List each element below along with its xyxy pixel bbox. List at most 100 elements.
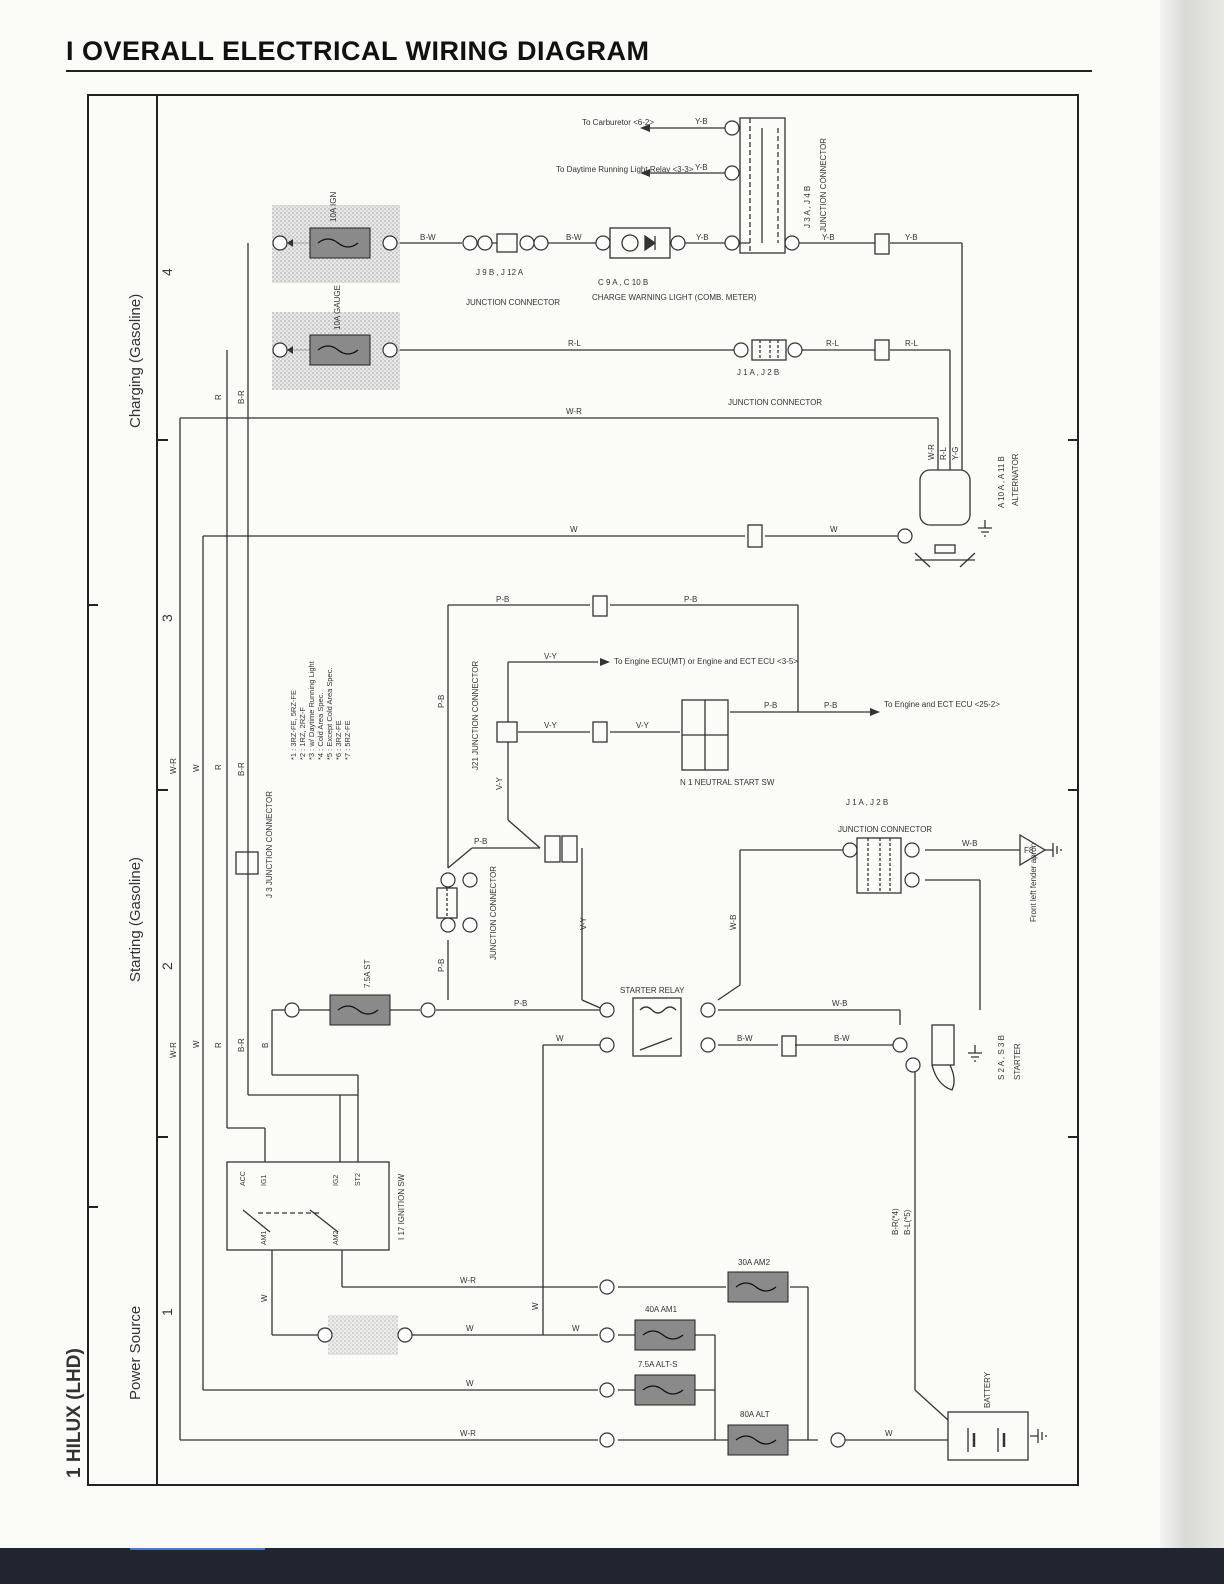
label-alternator: ALTERNATOR (1011, 453, 1020, 506)
page-title: I OVERALL ELECTRICAL WIRING DIAGRAM (66, 36, 650, 66)
arrows (287, 124, 880, 716)
note-1: *1 : 3RZ-FE, 5RZ-FE (289, 690, 298, 760)
wire-wr-alt: W-R (460, 1429, 476, 1438)
label-junction-connector-4: JUNCTION CONNECTOR (819, 138, 828, 232)
fuse-alt-label: 80A ALT (740, 1410, 770, 1419)
dest-carburetor: To Carburetor <6-2> (582, 118, 654, 127)
wire-rl-2: R-L (826, 339, 839, 348)
note-4: *4 : Cold Area Spec. (316, 692, 325, 760)
wire-rl-1: R-L (568, 339, 581, 348)
wire-wr-v2: W-R (169, 1042, 178, 1058)
wire-pb-2: P-B (684, 595, 697, 604)
wire-vy-3: V-Y (636, 721, 650, 730)
label-junction-connector-5: JUNCTION CONNECTOR (489, 866, 498, 960)
dest-engine-ect-ecu: To Engine and ECT ECU <25-2> (884, 700, 1000, 709)
grid-number-3: 3 (159, 614, 175, 622)
fuse-am1-label: 40A AM1 (645, 1305, 678, 1314)
wire-pb-v2: P-B (437, 959, 446, 972)
wire-pb-4: P-B (824, 701, 837, 710)
wire-bw-mid: B-W (566, 233, 582, 242)
section-charging: Charging (Gasoline) (127, 294, 144, 428)
label-junction-connector-1: JUNCTION CONNECTOR (466, 298, 560, 307)
grid-number-1: 1 (159, 1308, 175, 1316)
wire-bw-relay-1: B-W (737, 1034, 753, 1043)
model-label: 1 HILUX (LHD) (64, 1348, 85, 1478)
label-j3-j4: J 3 A , J 4 B (803, 186, 812, 228)
wire-w-batt: W (885, 1429, 893, 1438)
label-junction-connector-3: JUNCTION CONNECTOR (838, 825, 932, 834)
notes-block: *1 : 3RZ-FE, 5RZ-FE *2 : 1RZ, 2RZ-F *3 :… (289, 660, 352, 760)
wire-pb-1: P-B (496, 595, 509, 604)
label-charge-light: CHARGE WARNING LIGHT (COMB. METER) (592, 293, 757, 302)
wire-r-v1: R (214, 394, 223, 400)
dest-daytime-relay: To Daytime Running Light Relay <3-3> (556, 165, 694, 174)
wires (179, 127, 1020, 1441)
label-ground-note: Front left fender apron (1029, 843, 1038, 922)
wire-vy-1: V-Y (544, 652, 558, 661)
label-charge-ids: C 9 A , C 10 B (598, 278, 648, 287)
wire-yb-2: Y-B (822, 233, 835, 242)
wire-yg-alt-v: Y-G (951, 447, 960, 461)
fuse-st-label: 7.5A ST (363, 959, 372, 988)
wire-bl-note-5: B-L(*5) (903, 1209, 912, 1235)
scan-edge-shadow (1160, 0, 1224, 1548)
wire-pb-3: P-B (764, 701, 777, 710)
fuse-alt (727, 1424, 789, 1456)
wire-yb-3: Y-B (905, 233, 918, 242)
wire-w-am1-v: W (260, 1294, 269, 1302)
fuse-am2 (727, 1271, 789, 1303)
wire-bw-relay-2: B-W (834, 1034, 850, 1043)
section-power: Power Source (127, 1306, 144, 1400)
grid-number-2: 2 (159, 962, 175, 970)
wire-br-v1: B-R (237, 390, 246, 404)
grid-number-4: 4 (159, 268, 175, 276)
wire-wb-1: W-B (832, 999, 847, 1008)
wire-vy-2: V-Y (544, 721, 558, 730)
wire-wr-alt-v: W-R (927, 444, 936, 460)
wire-yb-1: Y-B (696, 233, 709, 242)
wire-pb-v: P-B (437, 695, 446, 708)
connector-pins (272, 120, 921, 1448)
fuse-alt-s-label: 7.5A ALT-S (638, 1360, 677, 1369)
ig-term-ig2: IG2 (333, 1175, 340, 1186)
wire-w-am1a: W (466, 1324, 474, 1333)
wire-br-v2: B-R (237, 762, 246, 776)
fuse-alt-s (634, 1374, 696, 1406)
label-battery: BATTERY (983, 1371, 992, 1408)
wire-w-relay: W (556, 1034, 564, 1043)
label-alternator-ids: A 10 A , A 11 B (997, 456, 1006, 508)
note-5: *5 : Except Cold Area Spec. (325, 667, 334, 760)
fuse-am1 (634, 1319, 696, 1351)
wire-w-relay-v: W (531, 1302, 540, 1310)
wire-wr-1: W-R (566, 407, 582, 416)
label-neutral-start: N 1 NEUTRAL START SW (680, 778, 775, 787)
label-j21: J21 JUNCTION CONNECTOR (471, 661, 480, 770)
footer-bar (0, 1548, 1224, 1584)
fuse-gauge-label: 10A GAUGE (333, 285, 342, 330)
ig-term-am2: AM2 (333, 1231, 340, 1246)
wire-w-v1: W (192, 764, 201, 772)
label-j3-left: J 3 JUNCTION CONNECTOR (265, 791, 274, 898)
label-j1-j2: J 1 A , J 2 B (737, 368, 779, 377)
wire-w-alt-2: W (830, 525, 838, 534)
label-starter-relay: STARTER RELAY (620, 986, 685, 995)
wire-vy-v2: V-Y (579, 916, 588, 930)
wire-r-v3: R (214, 1042, 223, 1048)
note-7: *7 : 5RZ-FE (343, 720, 352, 760)
wire-vy-v: V-Y (495, 776, 504, 790)
fuse-ign-label: 10A IGN (329, 192, 338, 222)
note-3: *3 : w/ Daytime Running Light (307, 660, 316, 760)
wire-yb-5: Y-B (695, 163, 708, 172)
wire-wr-am2: W-R (460, 1276, 476, 1285)
wire-w-alt-1: W (570, 525, 578, 534)
label-ignition-sw: I 17 IGNITION SW (397, 1173, 406, 1240)
fuse-st (329, 994, 391, 1026)
fuse-am2-label: 30A AM2 (738, 1258, 771, 1267)
label-starter: STARTER (1013, 1043, 1022, 1080)
wire-bw-top: B-W (420, 233, 436, 242)
ig-term-st2: ST2 (355, 1173, 362, 1186)
footer-highlight (130, 1548, 265, 1550)
fuse-ign (309, 227, 371, 259)
